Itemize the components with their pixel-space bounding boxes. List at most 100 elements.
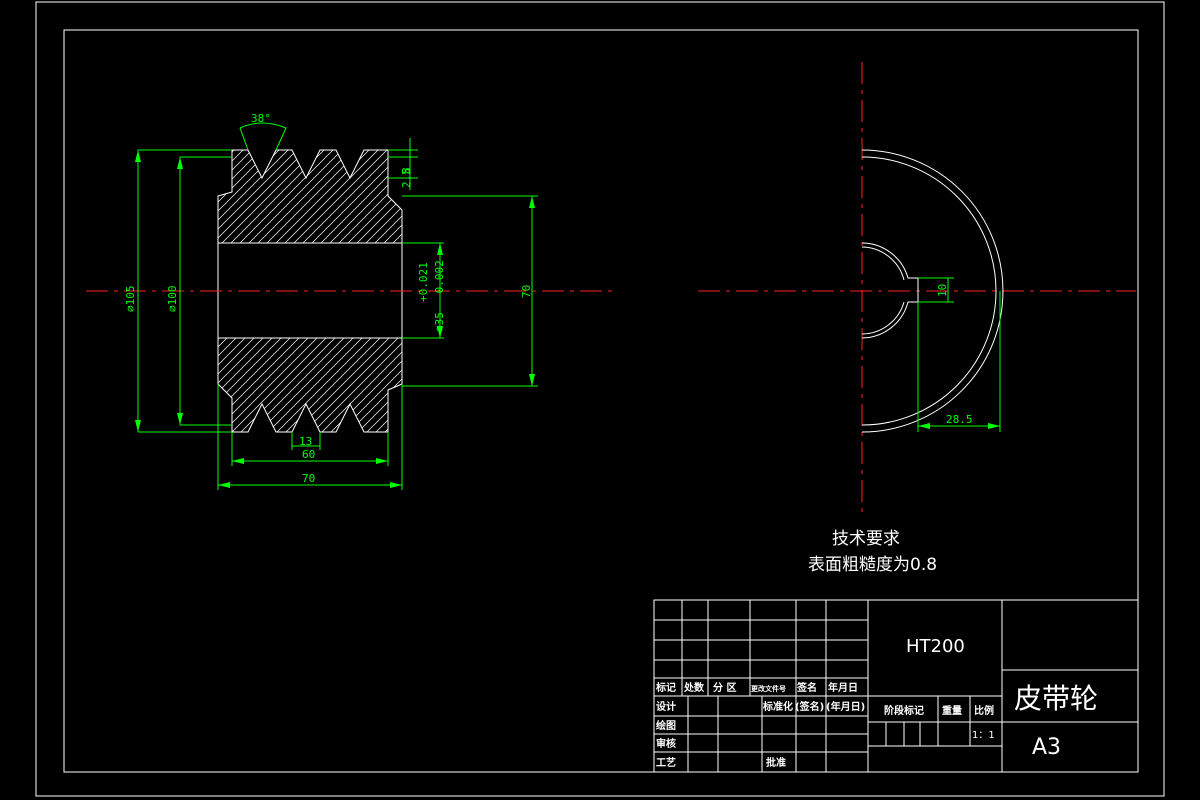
title-block: HT200 皮带轮 A3 标记 处数 分 区 更改文件号 签名 年月日 设计 标… (653, 599, 1139, 773)
lbl-stage-mark: 阶段标记 (884, 704, 924, 717)
dim-tol-upper: +0.021 (417, 262, 430, 302)
hatch-line (431, 330, 541, 440)
hatch-line (0, 140, 109, 250)
hatch-line (268, 338, 380, 432)
hatch-line (449, 330, 559, 440)
lbl-review: 审核 (656, 737, 676, 750)
hatch-line (218, 338, 308, 432)
hatch-line (376, 150, 402, 243)
dim-60: 60 (302, 448, 315, 461)
hatch-line (611, 330, 721, 440)
hatch-line (593, 140, 703, 250)
hatch-line (0, 140, 46, 250)
lbl-count: 处数 (683, 681, 705, 694)
dim-105: ⌀105 (124, 286, 137, 313)
dim-100: ⌀100 (166, 286, 179, 313)
hatch-line (367, 338, 402, 432)
hatch-line (584, 330, 694, 440)
hatch-line (413, 330, 523, 440)
hatch-line (503, 330, 613, 440)
hatch-line (512, 140, 622, 250)
hatch-line (476, 140, 586, 250)
hatch-line (259, 338, 371, 432)
dim-width-70: 70 (302, 472, 315, 485)
hatch-line (494, 330, 604, 440)
lbl-standardize: 标准化 (762, 700, 793, 713)
hatch-line (449, 140, 559, 250)
hatch-line (218, 338, 317, 432)
outer-arc (861, 149, 1004, 433)
hatch-line (0, 330, 100, 440)
lbl-zone: 分 区 (713, 681, 736, 694)
hatch-line (8, 330, 118, 440)
scale-value: 1：1 (972, 730, 995, 741)
hatch-line (494, 140, 604, 250)
hatch-line (458, 140, 568, 250)
hatch-line (530, 330, 640, 440)
dim-35: ⌀35 (433, 312, 446, 332)
hatch-line (557, 330, 667, 440)
hatch-line (349, 338, 402, 432)
hatch-line (26, 330, 136, 440)
hatch-line (467, 140, 577, 250)
hatch-line (218, 338, 281, 432)
outer-frame (35, 1, 1165, 797)
hatch-line (584, 140, 694, 250)
hatch-line (413, 140, 523, 250)
hatch-line (593, 330, 703, 440)
hatch-line (8, 140, 118, 250)
lbl-change-doc: 更改文件号 (751, 684, 786, 693)
angle-arc (239, 122, 287, 129)
hatch-line (295, 338, 402, 432)
lbl-date: 年月日 (828, 681, 858, 694)
lbl-scale: 比例 (974, 704, 994, 717)
hatch-line (611, 140, 721, 250)
hatch-line (0, 330, 64, 440)
lbl-weight: 重量 (942, 704, 962, 717)
outline-top (217, 149, 403, 243)
hatch-line (521, 140, 631, 250)
hatch-line (394, 338, 402, 432)
hatch-line (35, 140, 145, 250)
hatch-line (71, 140, 181, 250)
hatch-line (340, 338, 402, 432)
dim-tol-lower: -0.002 (433, 260, 446, 300)
end-view: 10 28.5 (698, 62, 1136, 514)
hatch-line (331, 150, 402, 243)
sheet-size: A3 (1032, 735, 1061, 760)
hatch-line (575, 140, 685, 250)
hatch-line (218, 150, 308, 243)
hatch-line (277, 150, 389, 243)
hatch-line (0, 330, 109, 440)
hatch-line (0, 140, 82, 250)
hatch-line (358, 150, 402, 243)
hatch-line (458, 330, 568, 440)
hatch-line (0, 140, 55, 250)
hatch-line (259, 150, 371, 243)
hatch-line (313, 338, 402, 432)
hatch-line (575, 330, 685, 440)
inner-frame (63, 29, 1139, 773)
hatch-line (0, 140, 64, 250)
dim-28-5: 28.5 (946, 413, 973, 426)
dim-8: 8 (400, 167, 413, 174)
hatch-line (539, 330, 649, 440)
hatch-line (250, 150, 362, 243)
lbl-approve: 批准 (766, 756, 786, 769)
outline-bottom (217, 338, 403, 433)
hatch-line (404, 330, 514, 440)
hatch-line (566, 140, 676, 250)
hatch-line (98, 330, 208, 440)
hatch-line (521, 330, 631, 440)
hatch-line (376, 338, 402, 432)
hatch-line (250, 338, 362, 432)
lbl-date2: (年月日) (826, 700, 865, 713)
hatch-line (218, 338, 254, 432)
hatch-line (218, 150, 263, 243)
hatch-line (440, 330, 550, 440)
hatch-line (277, 338, 389, 432)
bore-keyway (861, 242, 919, 339)
lbl-sign2: (签名) (795, 700, 824, 713)
inner-arc (861, 156, 997, 426)
